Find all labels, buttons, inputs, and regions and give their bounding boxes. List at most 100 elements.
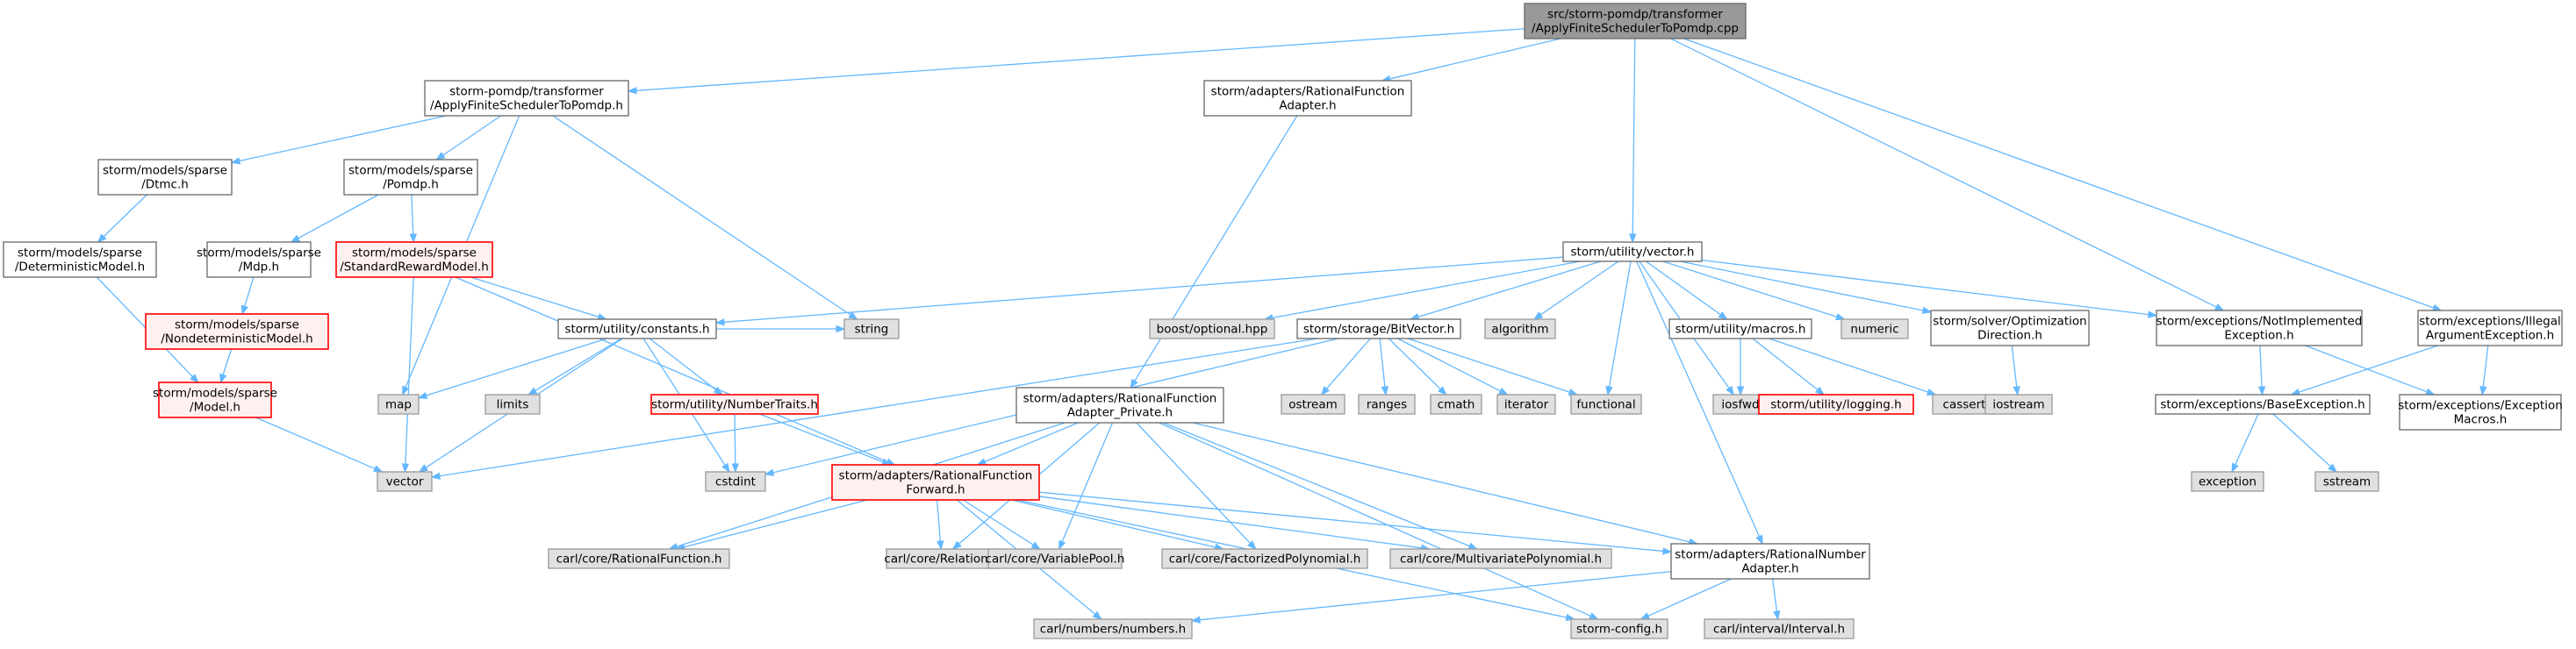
edge-arrowhead bbox=[2148, 310, 2158, 318]
node-box bbox=[1296, 318, 1461, 339]
edge-arrowhead bbox=[1773, 610, 1781, 621]
node-box bbox=[145, 313, 329, 350]
edge-bitvector-to-vector bbox=[430, 338, 1317, 480]
node-bitvector[interactable]: storm/storage/BitVector.h bbox=[1296, 318, 1461, 339]
node-exception: exception bbox=[2191, 471, 2264, 492]
edge-arrowhead bbox=[1814, 386, 1826, 396]
edge-vector_h-to-constants bbox=[714, 256, 1564, 326]
node-model[interactable]: storm/models/sparse/Model.h bbox=[153, 382, 277, 418]
edge-line bbox=[2259, 345, 2263, 388]
node-vector_h[interactable]: storm/utility/vector.h bbox=[1562, 241, 1703, 262]
edge-vector_h-to-functional bbox=[1605, 260, 1632, 396]
edge-line bbox=[222, 348, 233, 375]
node-dtmc[interactable]: storm/models/sparse/Dtmc.h bbox=[97, 159, 233, 196]
node-sstream: sstream bbox=[2314, 471, 2379, 492]
edge-rf_private-to-varpool bbox=[1058, 422, 1114, 551]
node-stdreward[interactable]: storm/models/sparse/StandardRewardModel.… bbox=[335, 241, 493, 278]
node-label-line: storm/utility/NumberTraits.h bbox=[651, 398, 818, 412]
node-ratfunc: carl/core/RationalFunction.h bbox=[548, 548, 730, 569]
node-box bbox=[1670, 543, 1870, 580]
edge-rn_adapter-to-interval bbox=[1771, 578, 1781, 621]
edge-line bbox=[1038, 496, 1422, 549]
node-logging[interactable]: storm/utility/logging.h bbox=[1758, 394, 1914, 415]
node-iosfwd: iosfwd bbox=[1712, 394, 1769, 415]
node-label-line: iterator bbox=[1504, 398, 1549, 412]
edge-arrowhead bbox=[1605, 385, 1613, 396]
node-box bbox=[1203, 80, 1412, 117]
node-label-line: storm/exceptions/BaseException.h bbox=[2160, 398, 2364, 412]
edge-arrowhead bbox=[373, 465, 384, 473]
edge-nondet-to-model bbox=[219, 348, 233, 384]
edge-rn_adapter-to-stormconfig bbox=[1640, 578, 1732, 620]
node-box bbox=[2155, 394, 2371, 415]
edge-arrowhead bbox=[435, 152, 446, 160]
node-relation: carl/core/Relation.h bbox=[884, 548, 1000, 569]
edge-root-to-vector_h bbox=[1629, 38, 1637, 244]
edge-constants-to-string bbox=[716, 324, 846, 333]
node-box bbox=[1281, 394, 1345, 415]
node-numtraits[interactable]: storm/utility/NumberTraits.h bbox=[650, 394, 819, 415]
edge-line bbox=[255, 417, 376, 470]
edge-line bbox=[1388, 338, 1441, 390]
node-root[interactable]: src/storm-pomdp/transformer/ApplyFiniteS… bbox=[1524, 3, 1747, 39]
node-label-line: string bbox=[855, 323, 889, 337]
edge-arrowhead bbox=[2013, 386, 2020, 396]
node-detmodel[interactable]: storm/models/sparse/DeterministicModel.h bbox=[3, 241, 157, 278]
node-mdp[interactable]: storm/models/sparse/Mdp.h bbox=[197, 241, 321, 278]
node-string: string bbox=[843, 318, 900, 339]
edge-line bbox=[2482, 345, 2489, 388]
edge-arrowhead bbox=[1058, 539, 1066, 551]
node-box bbox=[1524, 3, 1747, 39]
edge-line bbox=[1163, 422, 1470, 547]
edge-arrowhead bbox=[1092, 610, 1102, 620]
node-illegal[interactable]: storm/exceptions/IllegalArgumentExceptio… bbox=[2417, 310, 2563, 346]
edge-line bbox=[1397, 338, 1501, 392]
node-box bbox=[1704, 618, 1855, 639]
edge-vector_h-to-bitvector bbox=[1409, 260, 1602, 321]
edge-stdreward-to-vector bbox=[401, 276, 414, 474]
node-notimpl[interactable]: storm/exceptions/NotImplementedException… bbox=[2156, 310, 2363, 346]
node-label-line: /Dtmc.h bbox=[141, 178, 189, 192]
edge-line bbox=[2235, 413, 2259, 466]
edge-root-to-apply_h bbox=[627, 28, 1525, 95]
edge-arrowhead bbox=[714, 318, 725, 326]
node-label-line: carl/core/FactorizedPolynomial.h bbox=[1169, 553, 1361, 567]
edge-line bbox=[1417, 260, 1602, 318]
node-rf_private[interactable]: storm/adapters/RationalFunctionAdapter_P… bbox=[1015, 387, 1224, 424]
node-box bbox=[3, 241, 157, 278]
node-label-line: storm/utility/constants.h bbox=[564, 323, 709, 337]
edge-apply_h-to-dtmc bbox=[230, 115, 447, 165]
node-baseexc[interactable]: storm/exceptions/BaseException.h bbox=[2155, 394, 2371, 415]
node-macros[interactable]: storm/utility/macros.h bbox=[1668, 318, 1812, 339]
edge-line bbox=[1272, 260, 1581, 319]
edge-line bbox=[1193, 422, 1690, 543]
edge-line bbox=[1011, 499, 1216, 548]
node-box bbox=[987, 548, 1123, 569]
node-label-line: storm/adapters/RationalNumber bbox=[1675, 548, 1866, 562]
edge-line bbox=[411, 194, 414, 235]
node-algorithm: algorithm bbox=[1484, 318, 1556, 339]
node-apply_h[interactable]: storm-pomdp/transformer/ApplyFiniteSched… bbox=[424, 80, 629, 117]
node-pomdp[interactable]: storm/models/sparse/Pomdp.h bbox=[343, 159, 478, 196]
edge-arrowhead bbox=[836, 324, 846, 333]
edge-apply_h-to-string bbox=[552, 115, 858, 320]
edge-rf_private-to-multipoly bbox=[1163, 422, 1478, 550]
edge-arrowhead bbox=[2328, 463, 2338, 473]
edge-line bbox=[1038, 491, 1664, 553]
node-nondet[interactable]: storm/models/sparse/NondeterministicMode… bbox=[145, 313, 329, 350]
edge-bitvector-to-cmath bbox=[1388, 338, 1447, 396]
node-constants[interactable]: storm/utility/constants.h bbox=[557, 318, 717, 339]
node-label-line: carl/interval/Interval.h bbox=[1713, 623, 1845, 637]
node-box bbox=[1570, 394, 1642, 415]
node-box bbox=[343, 159, 478, 196]
node-numeric: numeric bbox=[1841, 318, 1909, 339]
edge-line bbox=[1199, 570, 1672, 621]
edge-line bbox=[1407, 338, 1570, 393]
node-box bbox=[705, 471, 766, 492]
edge-arrowhead bbox=[1532, 311, 1544, 320]
